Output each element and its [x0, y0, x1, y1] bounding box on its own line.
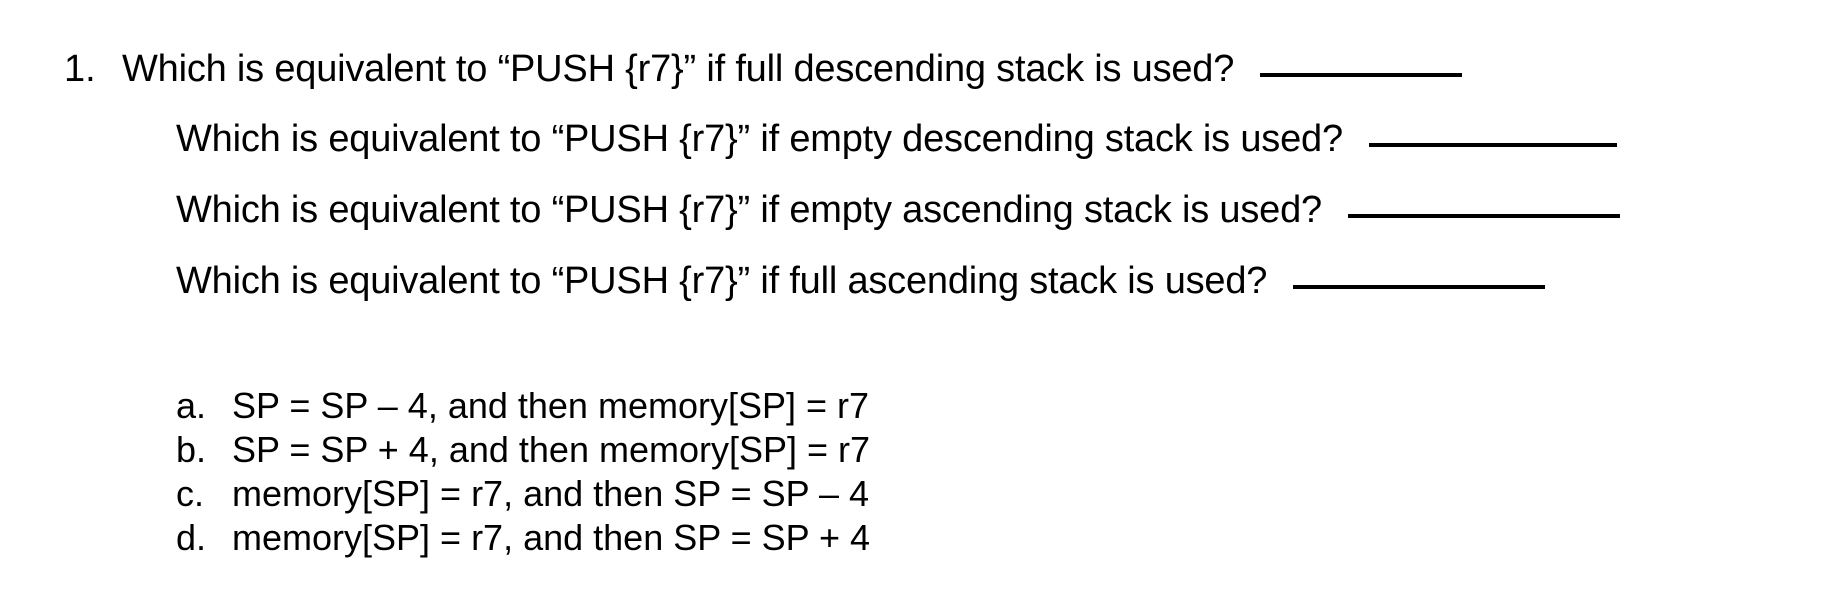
option-text: memory[SP] = r7, and then SP = SP – 4	[232, 473, 870, 514]
option-text: memory[SP] = r7, and then SP = SP + 4	[232, 517, 871, 558]
option-d[interactable]: d. memory[SP] = r7, and then SP = SP + 4	[176, 517, 871, 562]
option-text: SP = SP – 4, and then memory[SP] = r7	[232, 385, 870, 426]
option-c[interactable]: c. memory[SP] = r7, and then SP = SP – 4	[176, 473, 870, 518]
answer-blank-full-ascending[interactable]	[1293, 284, 1546, 289]
question-line-full-ascending: Which is equivalent to “PUSH {r7}” if fu…	[176, 260, 1546, 302]
question-text: Which is equivalent to “PUSH {r7}” if fu…	[122, 48, 1235, 90]
question-line-empty-descending: Which is equivalent to “PUSH {r7}” if em…	[176, 118, 1617, 160]
answer-blank-empty-ascending[interactable]	[1347, 213, 1620, 218]
option-letter: d.	[176, 517, 207, 558]
answer-blank-full-descending[interactable]	[1260, 72, 1463, 77]
answer-options-list: a. SP = SP – 4, and then memory[SP] = r7…	[176, 385, 871, 562]
question-text: Which is equivalent to “PUSH {r7}” if em…	[176, 189, 1322, 231]
question-text: Which is equivalent to “PUSH {r7}” if em…	[176, 118, 1343, 160]
option-letter: b.	[176, 429, 207, 470]
question-number: 1.	[64, 48, 96, 90]
question-text: Which is equivalent to “PUSH {r7}” if fu…	[176, 260, 1268, 302]
option-a[interactable]: a. SP = SP – 4, and then memory[SP] = r7	[176, 385, 870, 430]
option-letter: a.	[176, 385, 207, 426]
option-text: SP = SP + 4, and then memory[SP] = r7	[232, 429, 871, 470]
question-line-full-descending: Which is equivalent to “PUSH {r7}” if fu…	[122, 48, 1463, 90]
option-letter: c.	[176, 473, 205, 514]
option-b[interactable]: b. SP = SP + 4, and then memory[SP] = r7	[176, 429, 871, 474]
answer-blank-empty-descending[interactable]	[1368, 142, 1617, 147]
question-line-empty-ascending: Which is equivalent to “PUSH {r7}” if em…	[176, 189, 1620, 231]
